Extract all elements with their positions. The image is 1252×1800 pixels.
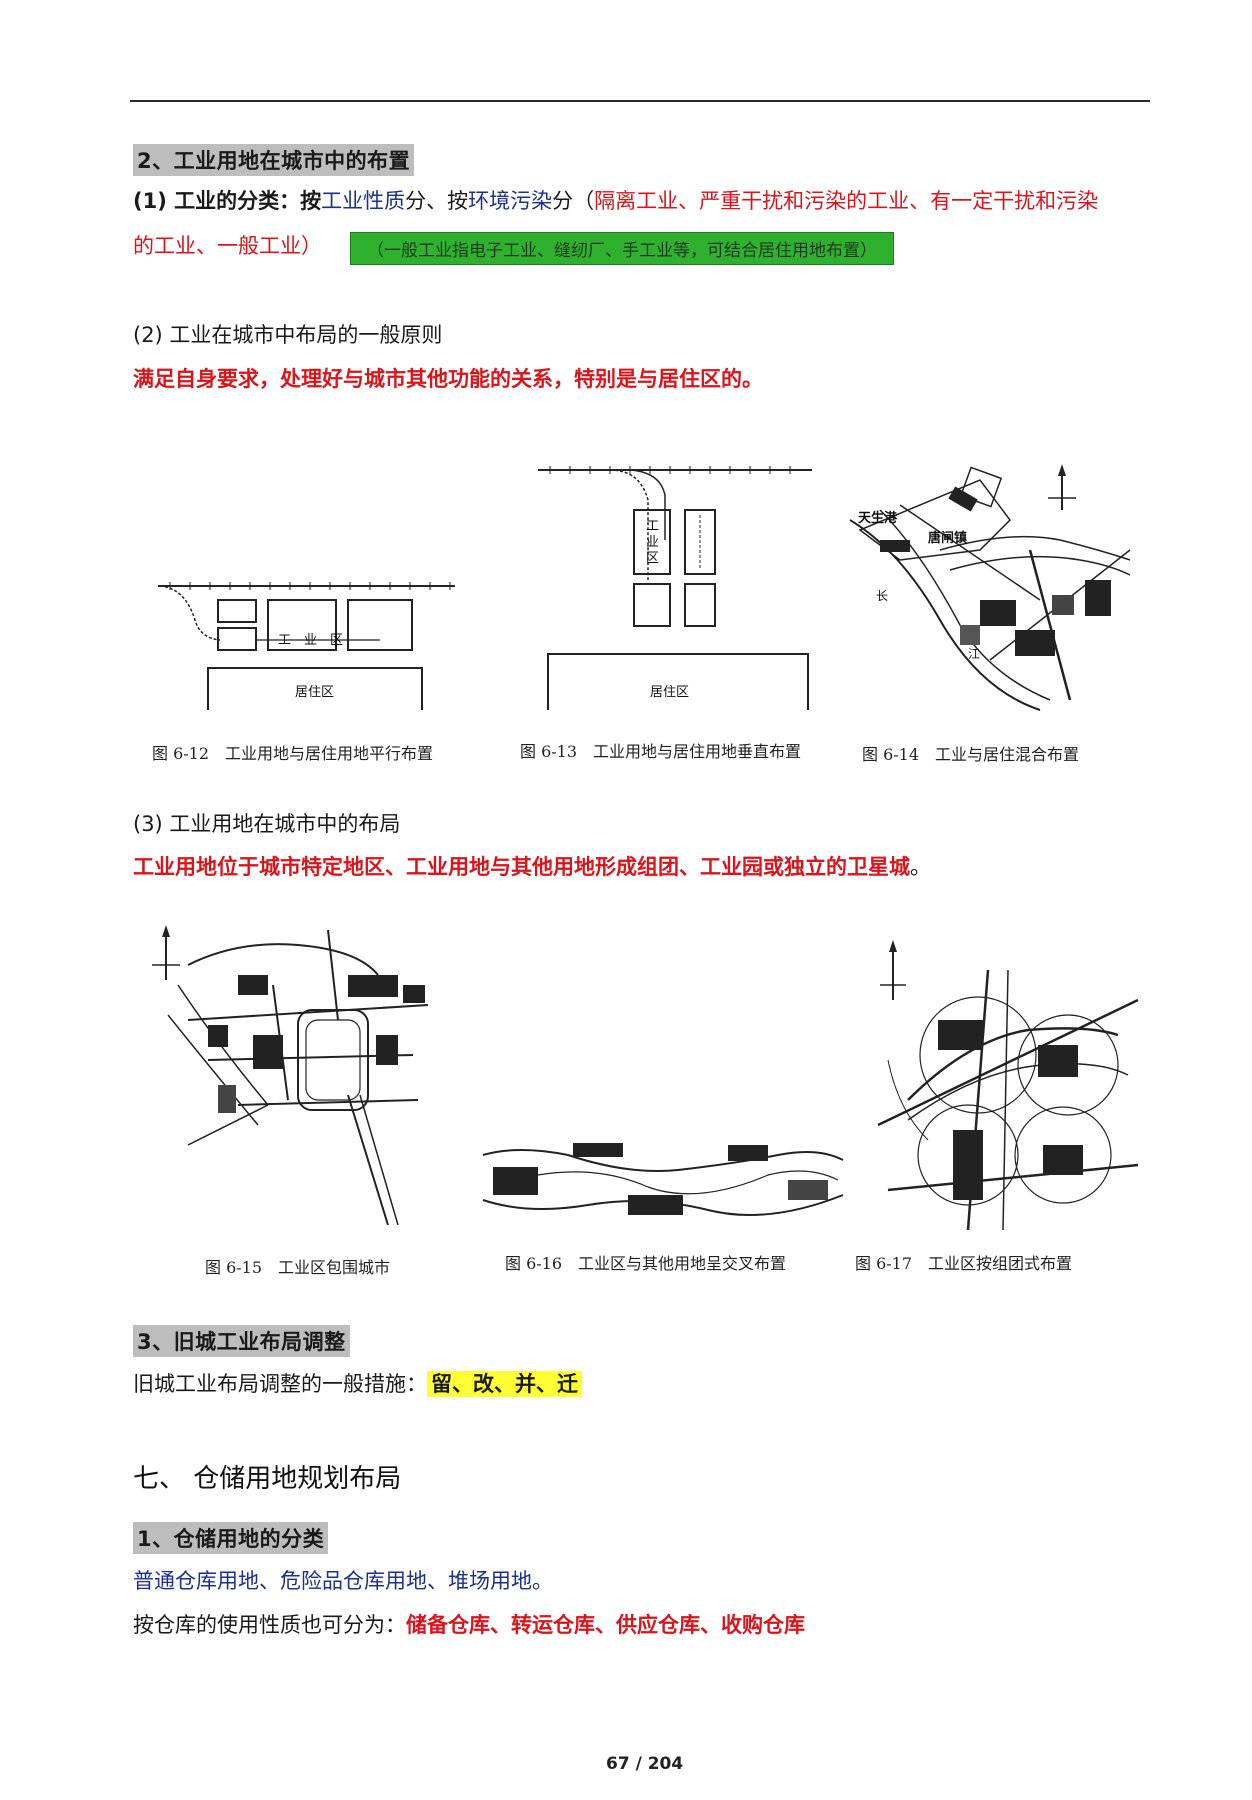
industry-char-2: 业 — [646, 535, 659, 550]
para-1-t2: 分（ — [552, 189, 595, 213]
residential-zone-label: 居住区 — [295, 685, 334, 700]
town-label: 唐闸镇 — [928, 530, 967, 546]
figure-6-14-caption: 图 6-14 工业与居住混合布置 — [862, 745, 1080, 764]
industry-classes-part-2: 的工业、一般工业） — [133, 234, 322, 258]
storage-types-line: 普通仓库用地、危险品仓库用地、堆场用地。 — [133, 1569, 553, 1593]
figure-6-12-diagram: 工 业 区 居住区 — [158, 582, 455, 710]
section-3-title: 3、旧城工业布局调整 — [133, 1325, 350, 1357]
para-3-tail: 。 — [910, 855, 931, 879]
industry-zone-label: 工 业 区 — [278, 633, 343, 648]
port-label: 天生港 — [858, 510, 898, 526]
figure-6-17-caption: 图 6-17 工业区按组团式布置 — [855, 1254, 1073, 1273]
section-2-title: 2、工业用地在城市中的布置 — [133, 144, 415, 176]
page-number: 67 / 204 — [606, 1754, 684, 1774]
industry-char-1: 工 — [646, 519, 659, 534]
section-7-subtitle: 1、仓储用地的分类 — [133, 1522, 329, 1554]
section-7-title: 七、 仓储用地规划布局 — [133, 1464, 402, 1494]
figure-6-16-caption: 图 6-16 工业区与其他用地呈交叉布置 — [505, 1254, 787, 1273]
figure-6-13-caption: 图 6-13 工业用地与居住用地垂直布置 — [520, 742, 802, 761]
storage-use-types: 储备仓库、转运仓库、供应仓库、收购仓库 — [406, 1613, 805, 1637]
para-1-line-1: (1) 工业的分类：按工业性质分、按环境污染分（隔离工业、严重干扰和污染的工业、… — [133, 187, 1098, 215]
para-3-line: 工业用地位于城市特定地区、工业用地与其他用地形成组团、工业园或独立的卫星城。 — [133, 853, 931, 881]
keyword-industry-nature: 工业性质 — [321, 189, 406, 213]
para-1-line-2: 的工业、一般工业） — [133, 232, 322, 260]
general-industry-note: （一般工业指电子工业、缝纫厂、手工业等，可结合居住用地布置） — [350, 232, 894, 265]
storage-use-lead: 按仓库的使用性质也可分为： — [133, 1613, 406, 1637]
figure-6-12-caption: 图 6-12 工业用地与居住用地平行布置 — [152, 744, 434, 763]
section-3-line: 旧城工业布局调整的一般措施：留、改、并、迁 — [133, 1370, 582, 1398]
figure-6-15-map — [152, 925, 429, 1225]
figure-6-16-map — [482, 1143, 844, 1216]
figure-6-17-map — [877, 940, 1139, 1230]
storage-use-line: 按仓库的使用性质也可分为：储备仓库、转运仓库、供应仓库、收购仓库 — [133, 1611, 805, 1639]
adjust-measures-highlight: 留、改、并、迁 — [427, 1371, 582, 1397]
para-1-lead: (1) 工业的分类：按 — [133, 189, 322, 213]
river-label-1: 长 — [876, 589, 888, 603]
residential-zone-label: 居住区 — [650, 685, 689, 700]
section-3-lead: 旧城工业布局调整的一般措施： — [133, 1372, 427, 1396]
keyword-pollution: 环境污染 — [468, 189, 553, 213]
para-2-body: 满足自身要求，处理好与城市其他功能的关系，特别是与居住区的。 — [133, 367, 763, 391]
header-rule — [130, 100, 1150, 102]
para-1-t1: 分、按 — [405, 189, 469, 213]
river-label-2: 江 — [968, 647, 980, 661]
para-3-heading: (3) 工业用地在城市中的布局 — [133, 812, 401, 836]
industry-char-3: 区 — [646, 551, 659, 566]
para-2-heading: (2) 工业在城市中布局的一般原则 — [133, 323, 443, 347]
figure-6-15-caption: 图 6-15 工业区包围城市 — [205, 1258, 391, 1277]
industry-classes-part-1: 隔离工业、严重干扰和污染的工业、有一定干扰和污染 — [594, 189, 1099, 213]
para-3-body: 工业用地位于城市特定地区、工业用地与其他用地形成组团、工业园或独立的卫星城 — [133, 855, 910, 879]
figure-6-14-map: 天生港 唐闸镇 长 江 — [849, 464, 1131, 711]
figure-6-13-diagram: 工 业 区 居住区 — [538, 466, 812, 710]
